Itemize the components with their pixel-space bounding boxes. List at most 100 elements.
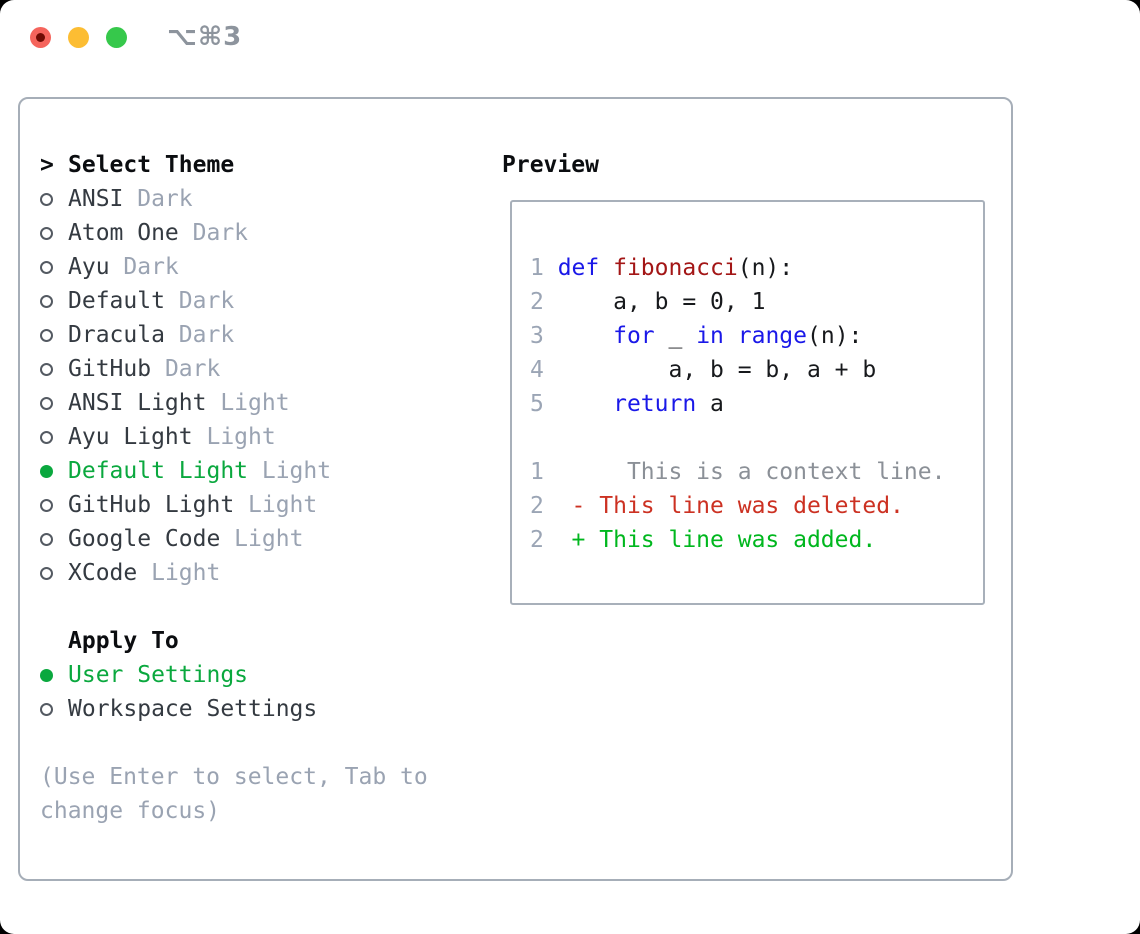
code-segment: a [696, 391, 724, 417]
code-segment: a, b = b, a + b [557, 357, 877, 383]
theme-variant: Light [248, 458, 332, 484]
theme-variant: Light [206, 390, 290, 416]
row-marker [40, 226, 68, 240]
code-segment: fibonacci [613, 255, 738, 281]
row-marker [40, 668, 68, 682]
apply-to-heading: Apply To [68, 628, 179, 654]
radio-unselected-icon [40, 294, 53, 308]
code-segment: (n): [807, 323, 863, 349]
code-line: 3 for _ in range(n): [530, 319, 983, 353]
theme-name: Ayu [68, 254, 110, 280]
theme-name: Default Light [68, 458, 249, 484]
code-segment: _ [654, 323, 697, 349]
theme-variant: Dark [164, 322, 235, 348]
row-marker [40, 260, 68, 274]
close-button-icon[interactable] [30, 27, 51, 48]
row-marker [40, 192, 68, 206]
theme-option-atom-one[interactable]: Atom One Dark [40, 216, 428, 250]
theme-name: GitHub [68, 356, 152, 382]
theme-variant: Light [192, 424, 276, 450]
prompt-icon: > [40, 152, 54, 178]
theme-option-google-code[interactable]: Google Code Light [40, 522, 428, 556]
code-segment: + This line was added. [557, 527, 877, 553]
theme-option-ayu-light[interactable]: Ayu Light Light [40, 420, 428, 454]
code-segment [724, 323, 738, 349]
code-segment: def [557, 255, 614, 281]
radio-selected-icon [40, 668, 53, 682]
theme-item-label: Default Light Light [68, 458, 331, 484]
code-segment [558, 391, 613, 417]
spacer-row [40, 590, 428, 624]
theme-item-label: Atom One Dark [68, 220, 248, 246]
code-line: 1 This is a context line. [530, 455, 983, 489]
theme-option-default-light[interactable]: Default Light Light [40, 454, 428, 488]
theme-variant: Dark [109, 254, 179, 280]
row-marker [40, 362, 68, 376]
code-line: 1 def fibonacci(n): [530, 251, 983, 285]
theme-name: Google Code [68, 526, 221, 552]
radio-unselected-icon [40, 192, 53, 206]
line-number: 1 [530, 459, 558, 485]
radio-selected-icon [40, 464, 53, 478]
row-marker [40, 294, 68, 308]
code-segment: in [696, 323, 724, 349]
theme-option-ansi[interactable]: ANSI Dark [40, 182, 428, 216]
radio-unselected-icon [40, 328, 53, 342]
theme-option-dracula[interactable]: Dracula Dark [40, 318, 428, 352]
theme-variant: Dark [123, 186, 193, 212]
theme-variant: Light [220, 526, 304, 552]
code-segment: (n): [737, 255, 794, 281]
theme-item-label: XCode Light [68, 560, 220, 586]
radio-unselected-icon [40, 532, 53, 546]
window-titlebar: ⌥⌘3 [0, 0, 1140, 97]
row-marker [40, 430, 68, 444]
code-segment: - This line was deleted. [557, 493, 904, 519]
row-marker [40, 328, 68, 342]
code-line: 2 a, b = 0, 1 [530, 285, 983, 319]
theme-name: Default [68, 288, 165, 314]
theme-option-xcode[interactable]: XCode Light [40, 556, 428, 590]
code-segment: This is a context line. [557, 459, 946, 485]
radio-unselected-icon [40, 566, 53, 580]
code-line: 5 return a [530, 387, 983, 421]
zoom-button-icon[interactable] [106, 27, 127, 48]
row-marker [40, 464, 68, 478]
theme-item-label: Dracula Dark [68, 322, 234, 348]
apply-to-header: Apply To [40, 624, 428, 658]
traffic-lights [30, 27, 127, 48]
theme-option-default[interactable]: Default Dark [40, 284, 428, 318]
radio-unselected-icon [40, 226, 53, 240]
theme-name: Atom One [68, 220, 179, 246]
minimize-button-icon[interactable] [68, 27, 89, 48]
theme-name: ANSI Light [68, 390, 207, 416]
line-number: 5 [530, 391, 558, 417]
radio-unselected-icon [40, 260, 53, 274]
theme-item-label: Ayu Light Light [68, 424, 276, 450]
radio-unselected-icon [40, 362, 53, 376]
radio-unselected-icon [40, 430, 53, 444]
theme-name: GitHub Light [68, 492, 235, 518]
code-segment: a, b = 0, 1 [557, 289, 766, 315]
code-line: 2 + This line was added. [530, 523, 983, 557]
theme-variant: Light [137, 560, 221, 586]
code-line: 4 a, b = b, a + b [530, 353, 983, 387]
line-number: 3 [530, 323, 558, 349]
line-number: 1 [530, 255, 558, 281]
apply-option-user-settings[interactable]: User Settings [40, 658, 428, 692]
code-segment: range [737, 323, 807, 349]
theme-variant: Light [234, 492, 318, 518]
theme-option-github-light[interactable]: GitHub Light Light [40, 488, 428, 522]
apply-option-label: Workspace Settings [68, 696, 318, 722]
code-segment [558, 323, 613, 349]
theme-option-ayu[interactable]: Ayu Dark [40, 250, 428, 284]
row-marker [40, 396, 68, 410]
radio-unselected-icon [40, 498, 53, 512]
theme-variant: Dark [151, 356, 221, 382]
theme-list-header: >Select Theme [40, 148, 428, 182]
apply-option-workspace-settings[interactable]: Workspace Settings [40, 692, 428, 726]
theme-option-github[interactable]: GitHub Dark [40, 352, 428, 386]
theme-option-ansi-light[interactable]: ANSI Light Light [40, 386, 428, 420]
